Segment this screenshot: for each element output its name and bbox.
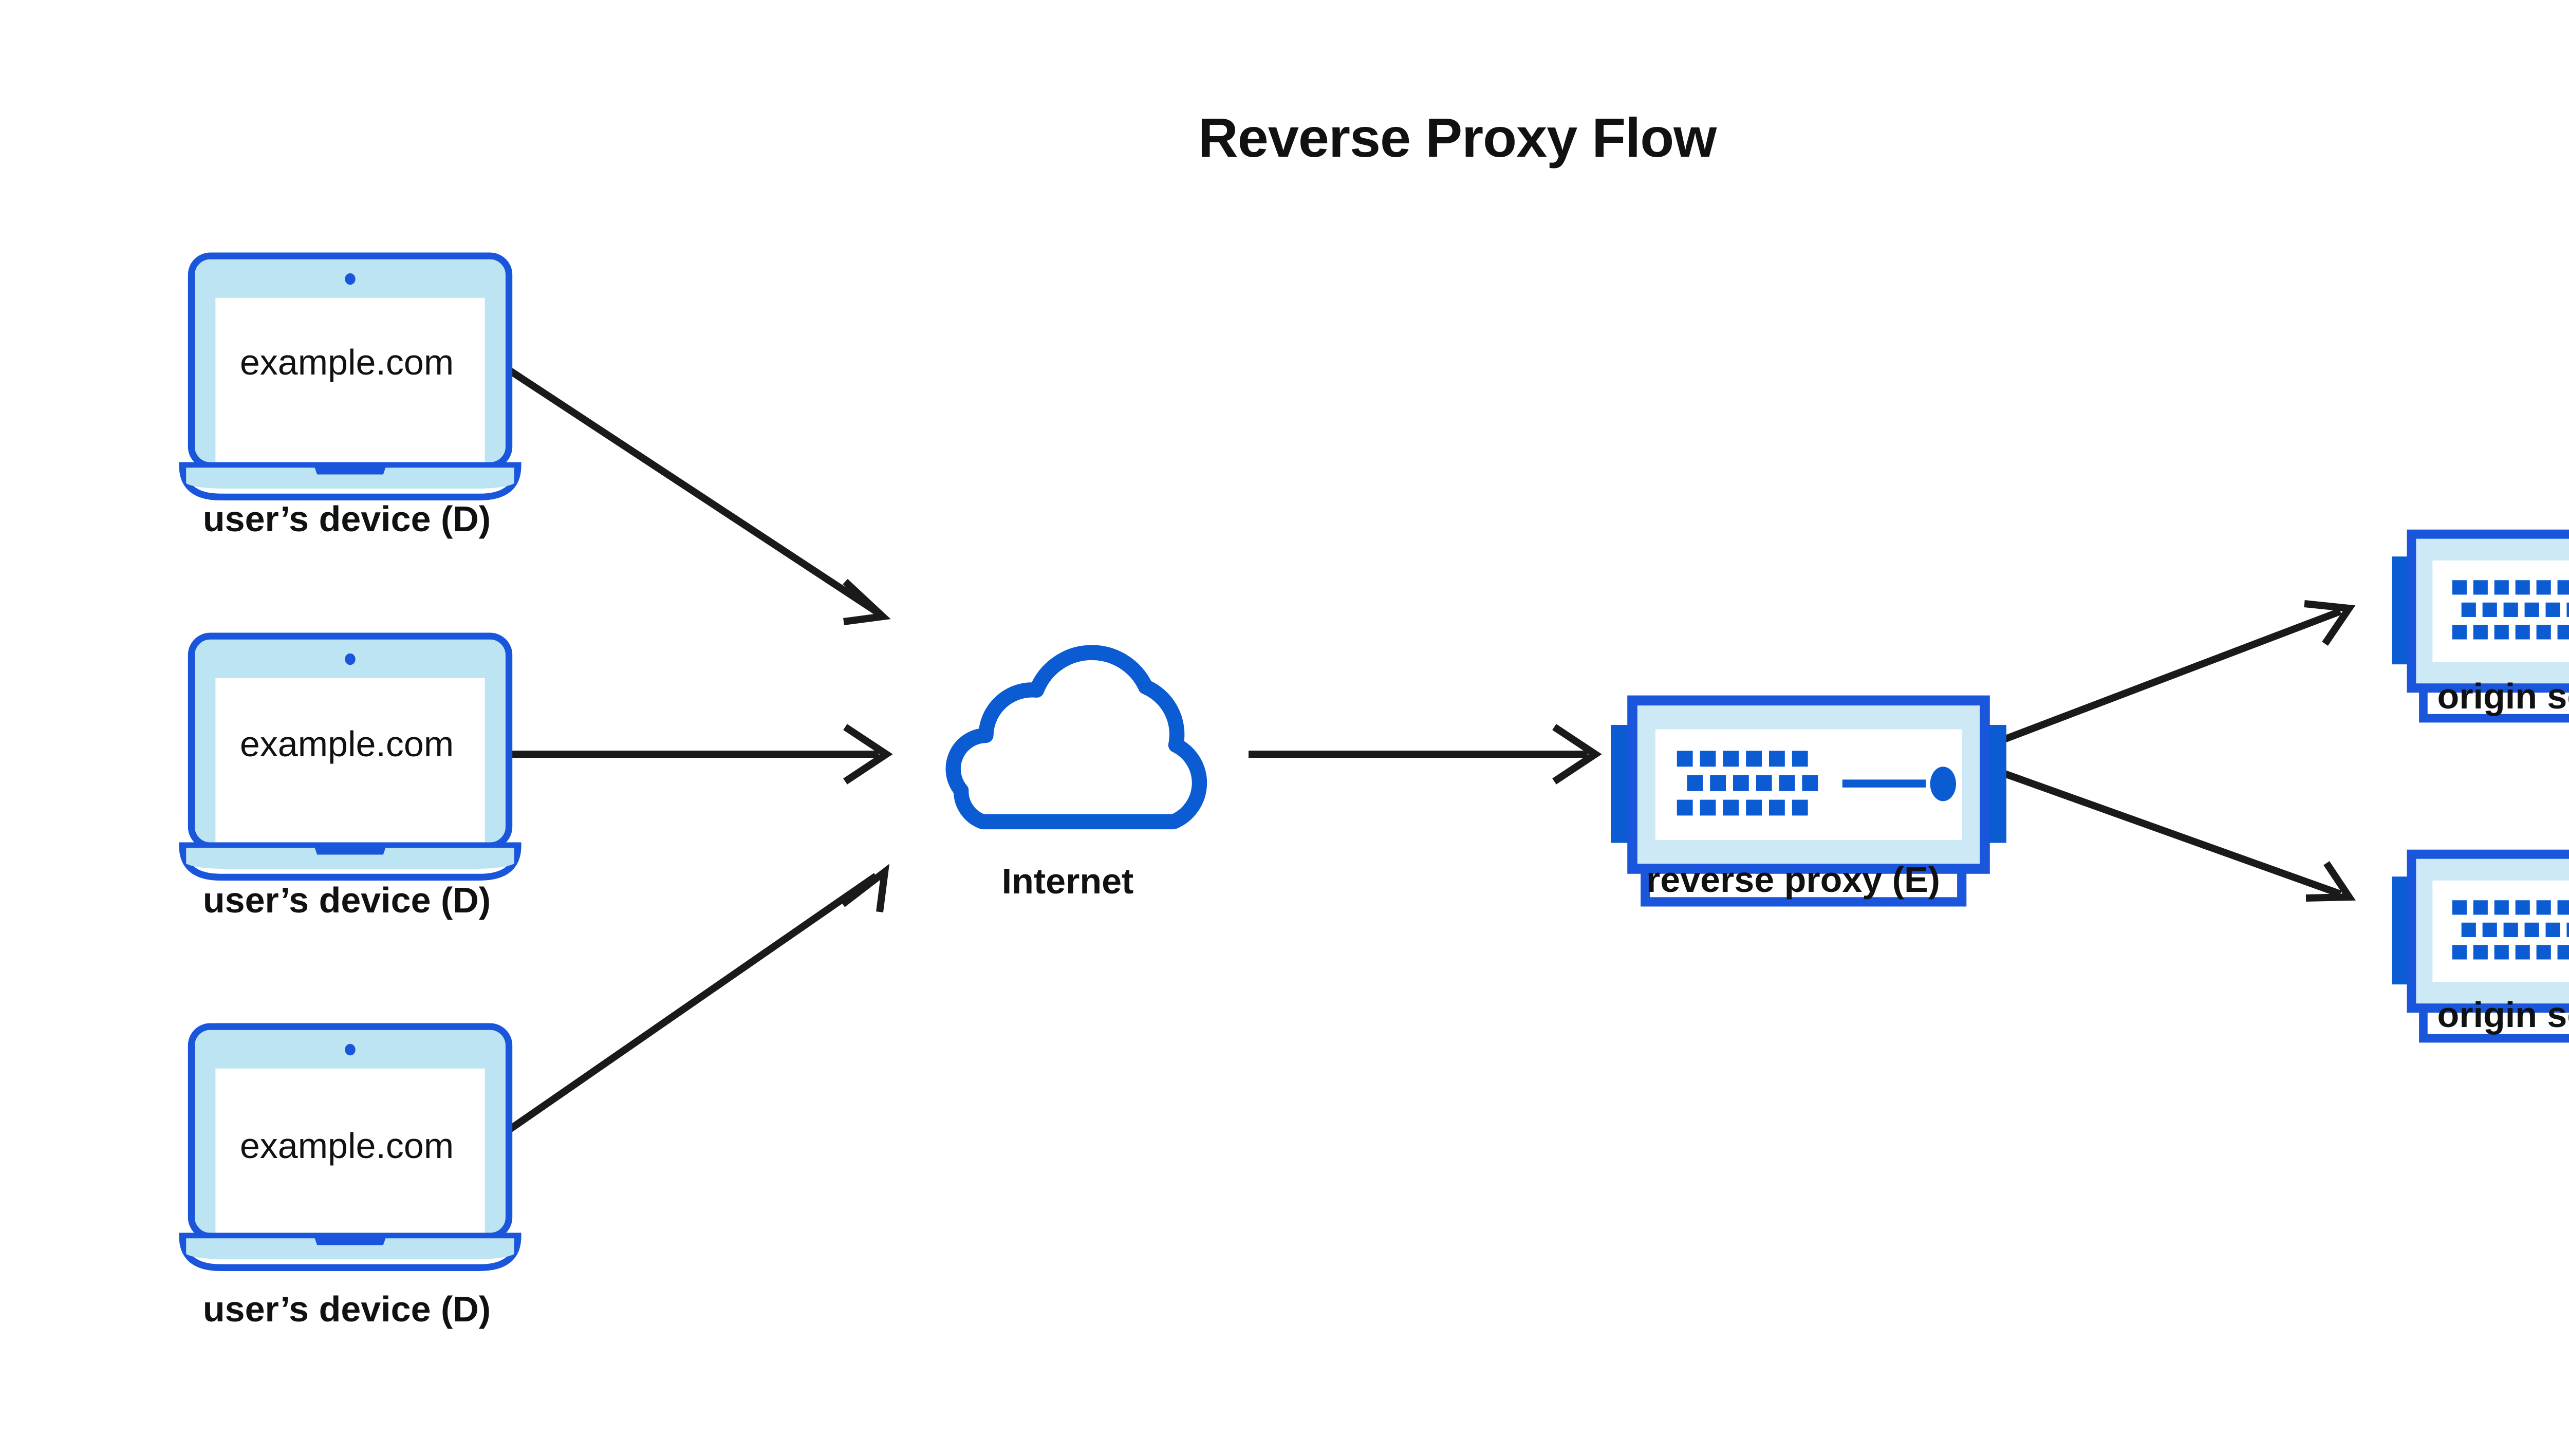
node-label-device-1: user’s device (D) — [202, 499, 491, 539]
screen-text-device-2: example.com — [239, 724, 454, 764]
node-label-origin-1: origin server (F) — [2437, 676, 2569, 716]
edge-device1-to-internet — [499, 362, 891, 625]
screen-text-device-1: example.com — [239, 342, 454, 382]
screen-text-device-3: example.com — [239, 1126, 454, 1166]
node-label-device-2: user’s device (D) — [202, 880, 491, 920]
edge-proxy-to-origin1 — [1995, 600, 2356, 746]
node-label-reverse-proxy: reverse proxy (E) — [1646, 860, 1940, 900]
node-label-origin-2: origin server (F) — [2437, 995, 2569, 1035]
edge-internet-to-proxy — [1249, 724, 1602, 785]
edge-device2-to-internet — [501, 724, 893, 785]
edge-device3-to-internet — [499, 864, 890, 1138]
page-title: Reverse Proxy Flow — [1198, 106, 1717, 169]
node-label-device-3: user’s device (D) — [202, 1289, 491, 1329]
node-label-internet: Internet — [1001, 861, 1134, 901]
cloud-icon-internet — [953, 652, 1199, 822]
edge-proxy-to-origin2 — [1995, 767, 2356, 902]
